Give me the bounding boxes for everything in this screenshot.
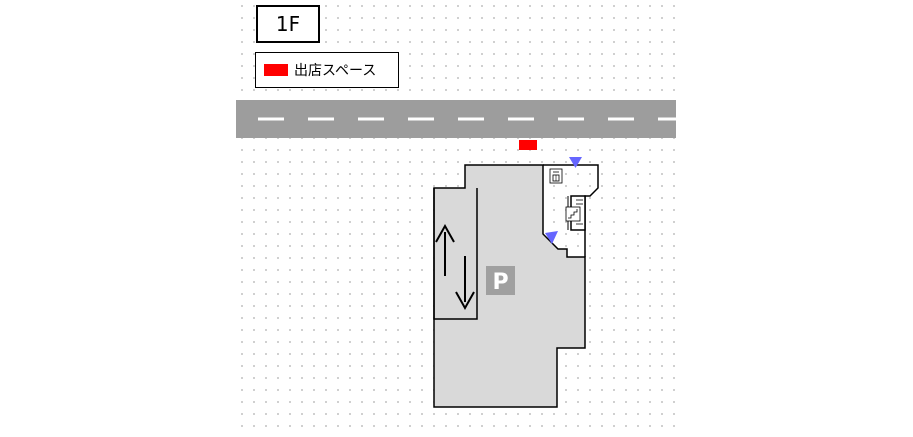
parking-sign-label: P [492,270,508,295]
entrance-triangle-icon[interactable] [569,157,582,168]
stall-space[interactable] [519,140,537,150]
legend: 出店スペース [255,52,399,88]
legend-swatch [264,64,288,76]
floor-label-text: 1F [275,12,301,36]
legend-label: 出店スペース [294,63,377,79]
escalator-icon [576,199,583,225]
arrow-down-icon [455,256,475,311]
parking-sign [486,266,515,295]
entrance-triangle-icon[interactable] [545,231,558,244]
elevator-icon [549,168,563,184]
stairs-icon [565,206,581,222]
parking-lane [433,188,478,320]
arrow-up-icon [435,223,455,276]
floor-label: 1F [256,5,320,43]
